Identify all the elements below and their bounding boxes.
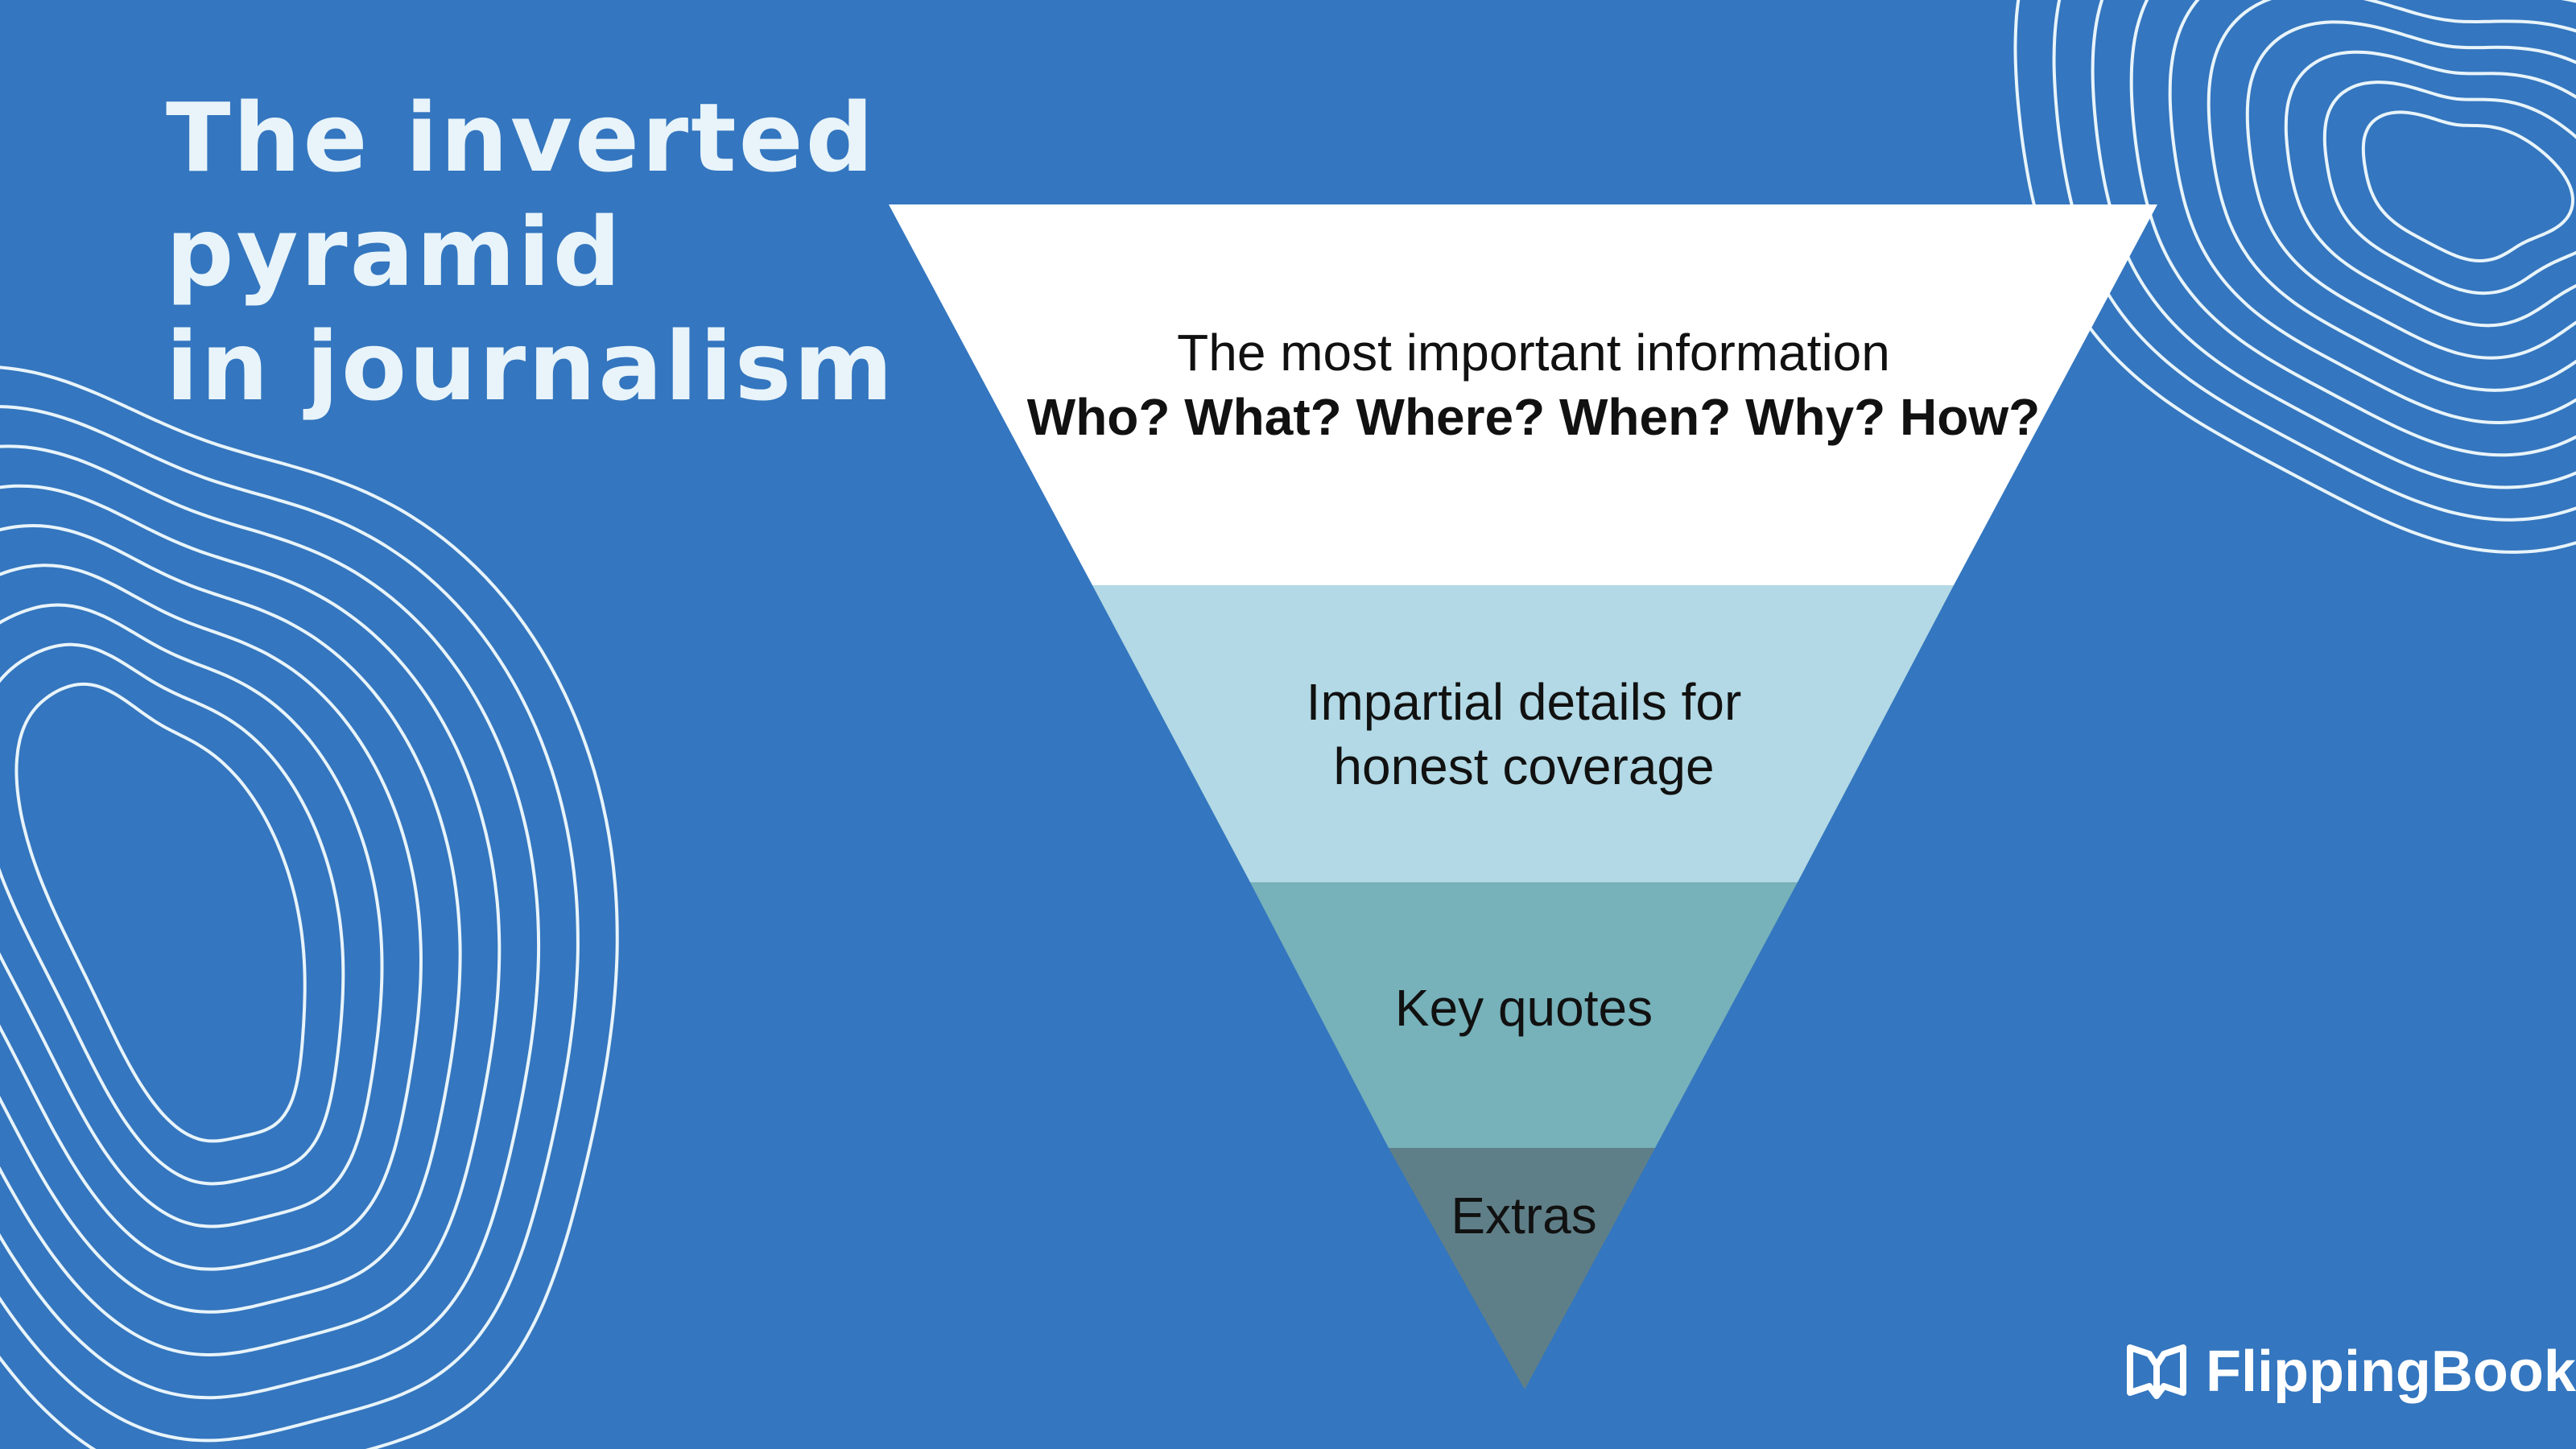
contour-line bbox=[2013, 0, 2576, 554]
flippingbook-logo-icon bbox=[2127, 1344, 2186, 1399]
contour-line bbox=[0, 524, 462, 1314]
level-1-questions: Who? What? Where? When? Why? How? bbox=[1026, 388, 2041, 446]
contour-line bbox=[2361, 110, 2574, 263]
contour-lines-left-decoration bbox=[0, 365, 619, 1449]
contour-line bbox=[0, 564, 423, 1271]
level-2-line-2: honest coverage bbox=[1333, 737, 1715, 795]
contour-line bbox=[2168, 0, 2576, 425]
title-line-1: The inverted bbox=[166, 82, 877, 193]
pyramid-level-top bbox=[889, 204, 2157, 585]
contour-line bbox=[2245, 20, 2576, 360]
contour-line bbox=[2052, 0, 2576, 522]
contour-line bbox=[14, 682, 307, 1143]
level-2-line-1: Impartial details for bbox=[1306, 673, 1742, 731]
contour-line bbox=[0, 365, 619, 1449]
page-title: The inverted pyramid in journalism bbox=[166, 80, 895, 423]
contour-line bbox=[2284, 50, 2576, 328]
contour-line bbox=[2129, 0, 2576, 457]
pyramid-level-second bbox=[1092, 585, 1954, 882]
contour-line bbox=[0, 484, 502, 1356]
contour-line bbox=[0, 603, 384, 1228]
contour-line bbox=[0, 444, 541, 1400]
flippingbook-logo: FlippingBook bbox=[2125, 1340, 2576, 1404]
level-4-text: Extras bbox=[1451, 1187, 1597, 1245]
pyramid-level-third bbox=[1250, 882, 1798, 1148]
contour-lines-top-right-decoration bbox=[2013, 0, 2576, 554]
pyramid-level-top-label: The most important information Who? What… bbox=[1027, 320, 2040, 449]
contour-line bbox=[2207, 0, 2576, 392]
inverted-pyramid bbox=[889, 204, 2157, 1389]
title-line-2: pyramid bbox=[166, 196, 624, 308]
level-1-heading: The most important information bbox=[1177, 324, 1890, 382]
brand-name: FlippingBook bbox=[2206, 1340, 2576, 1404]
level-3-text: Key quotes bbox=[1394, 979, 1653, 1037]
pyramid-level-bottom bbox=[1389, 1148, 1655, 1389]
contour-line bbox=[2322, 80, 2576, 295]
pyramid-level-second-label: Impartial details for honest coverage bbox=[1307, 670, 1742, 799]
contour-line bbox=[2091, 0, 2576, 489]
title-line-3: in journalism bbox=[166, 311, 895, 422]
contour-line bbox=[0, 405, 580, 1443]
pyramid-level-third-label: Key quotes bbox=[1395, 976, 1653, 1040]
contour-line bbox=[0, 642, 345, 1186]
pyramid-level-bottom-label: Extras bbox=[1451, 1183, 1596, 1248]
